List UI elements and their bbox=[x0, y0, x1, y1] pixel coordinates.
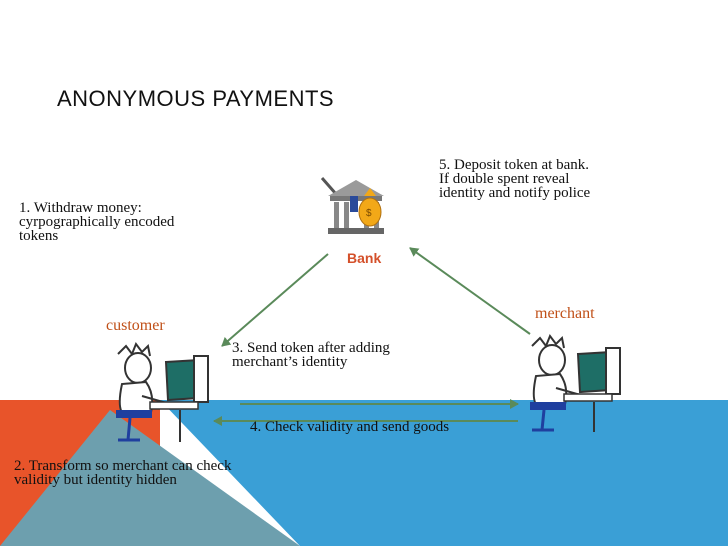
arrow-withdraw bbox=[221, 253, 329, 347]
arrow-deposit bbox=[409, 247, 531, 335]
step-2-line-1: 2. Transform so merchant can check bbox=[14, 458, 232, 474]
merchant-label: merchant bbox=[535, 305, 595, 322]
step-5-line-3: identity and notify police bbox=[439, 185, 591, 201]
step-5-line-2: If double spent reveal bbox=[439, 171, 570, 187]
step-5-line-1: 5. Deposit token at bank. bbox=[439, 157, 589, 173]
step-5-note: 5. Deposit token at bank. If double spen… bbox=[439, 157, 591, 201]
customer-label: customer bbox=[106, 317, 165, 334]
slide-title: ANONYMOUS PAYMENTS bbox=[57, 86, 335, 111]
step-2-note: 2. Transform so merchant can check valid… bbox=[14, 458, 232, 488]
merchant-computer-icon bbox=[530, 333, 621, 432]
step-1-line-3: tokens bbox=[19, 228, 59, 244]
step-3-line-2: merchant’s identity bbox=[232, 354, 348, 370]
teal-triangle bbox=[0, 410, 300, 546]
blue-band bbox=[160, 400, 728, 546]
bank-label: Bank bbox=[347, 250, 382, 266]
step-4-note: 4. Check validity and send goods bbox=[250, 419, 450, 435]
step-2-line-2: validity but identity hidden bbox=[14, 472, 177, 488]
step-3-note: 3. Send token after adding merchant’s id… bbox=[232, 340, 390, 370]
customer-computer-icon bbox=[116, 341, 209, 442]
bank-icon: $ bbox=[320, 177, 384, 234]
svg-text:$: $ bbox=[366, 208, 372, 219]
step-1-line-2: cyrpographically encoded bbox=[19, 214, 175, 230]
step-1-note: 1. Withdraw money: cyrpographically enco… bbox=[19, 200, 175, 244]
step-1-line-1: 1. Withdraw money: bbox=[19, 200, 142, 216]
step-3-line-1: 3. Send token after adding bbox=[232, 340, 390, 356]
